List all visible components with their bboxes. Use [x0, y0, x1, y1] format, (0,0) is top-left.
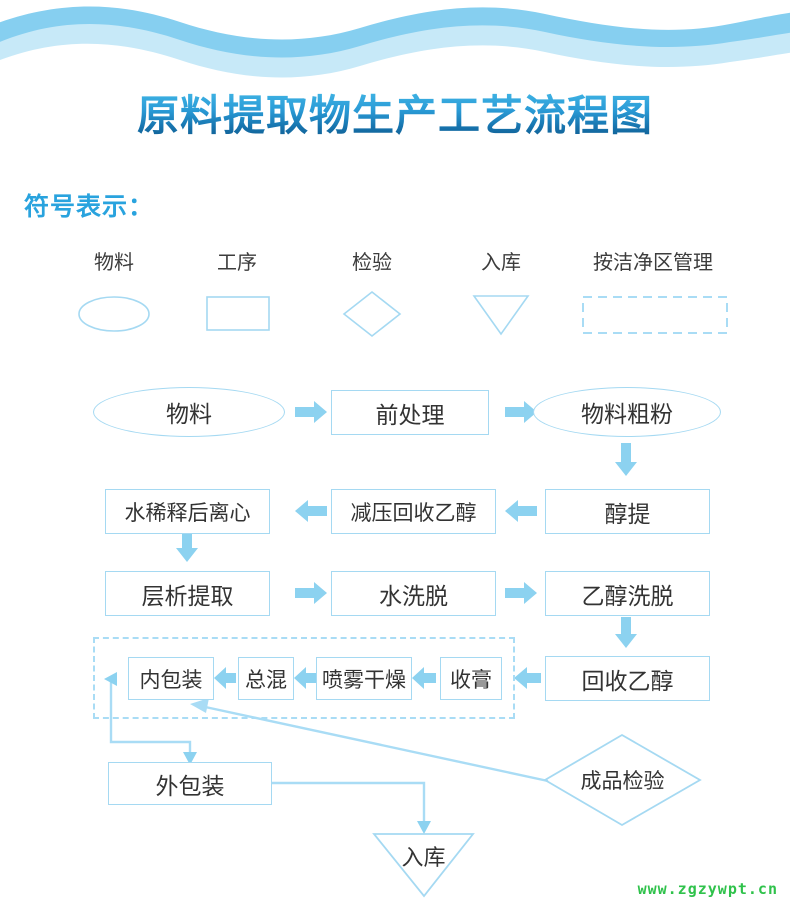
node-blending[interactable]: 总混: [238, 657, 294, 700]
node-ethanol-recovery[interactable]: 回收乙醇: [545, 656, 710, 701]
arrow-extract-collection-to-spray-drying: [412, 667, 436, 689]
arrowhead-to-warehouse: [417, 821, 431, 834]
legend-triangle-down-icon: [472, 295, 530, 336]
arrow-water-dilution-to-chromatography: [176, 534, 198, 562]
arrow-water-elution-to-ethanol-elution: [505, 582, 537, 604]
arrowhead-inner-pack-exit: [104, 672, 117, 686]
arrow-coarse-powder-to-alcohol-extraction: [615, 443, 637, 476]
wave-svg: [0, 6, 790, 78]
node-warehouse-entry[interactable]: 入库: [401, 845, 446, 870]
node-water-dilution-centrifugation[interactable]: 水稀释后离心: [105, 489, 270, 534]
node-final-inspection[interactable]: 成品检验: [580, 770, 665, 793]
node-outer-packaging[interactable]: 外包装: [108, 762, 272, 805]
node-alcohol-extraction[interactable]: 醇提: [545, 489, 710, 534]
arrow-pretreatment-to-coarse-powder: [505, 401, 537, 423]
legend-diamond-icon: [342, 290, 402, 338]
legend-label-process: 工序: [217, 252, 257, 274]
clean-zone-dashed-region: [93, 637, 515, 719]
node-shape-final-inspection-diamond: [543, 733, 702, 827]
legend-rectangle-icon: [206, 296, 270, 331]
legend-label-clean-zone: 按洁净区管理: [593, 252, 713, 274]
legend-heading: 符号表示：: [24, 193, 155, 221]
arrowhead-to-outer-pack: [183, 752, 197, 765]
legend-label-warehouse: 入库: [481, 252, 521, 274]
wave-light-band: [0, 16, 790, 78]
node-water-elution[interactable]: 水洗脱: [331, 571, 496, 616]
legend-ellipse-icon: [78, 296, 150, 332]
arrow-alcohol-extraction-to-vacuum-recovery: [505, 500, 537, 522]
wave-header-decoration: [0, 0, 790, 78]
arrow-vacuum-recovery-to-water-dilution: [295, 500, 327, 522]
node-inner-packaging[interactable]: 内包装: [128, 657, 214, 700]
node-pretreatment[interactable]: 前处理: [331, 390, 489, 435]
node-extract-collection[interactable]: 收膏: [440, 657, 502, 700]
legend-label-material: 物料: [94, 252, 134, 274]
site-watermark: www.zgzywpt.cn: [637, 880, 778, 898]
arrow-spray-drying-to-blending: [294, 667, 318, 689]
legend-label-inspection: 检验: [352, 252, 392, 274]
connector-outer-pack-to-warehouse: [272, 781, 426, 826]
arrow-material-to-pretreatment: [295, 401, 327, 423]
arrow-blending-to-inner-pack: [214, 667, 236, 689]
legend-dashed-rectangle-icon: [582, 296, 728, 334]
connector-inner-pack-to-outer-pack: [109, 679, 192, 757]
arrow-ethanol-recovery-to-extract-collection: [514, 667, 541, 689]
arrowhead-inspection-to-inner-pack: [190, 698, 209, 713]
node-coarse-powder[interactable]: 物料粗粉: [533, 387, 721, 437]
node-shape-warehouse-triangle: [372, 833, 475, 898]
node-ethanol-elution[interactable]: 乙醇洗脱: [545, 571, 710, 616]
node-material[interactable]: 物料: [93, 387, 285, 437]
wave-dark-band: [0, 6, 790, 58]
arrow-chromatography-to-water-elution: [295, 582, 327, 604]
node-chromatography-extraction[interactable]: 层析提取: [105, 571, 270, 616]
node-vacuum-ethanol-recovery[interactable]: 减压回收乙醇: [331, 489, 496, 534]
page-title: 原料提取物生产工艺流程图: [0, 92, 790, 140]
node-spray-drying[interactable]: 喷雾干燥: [316, 657, 412, 700]
arrow-ethanol-elution-to-ethanol-recovery: [615, 617, 637, 648]
